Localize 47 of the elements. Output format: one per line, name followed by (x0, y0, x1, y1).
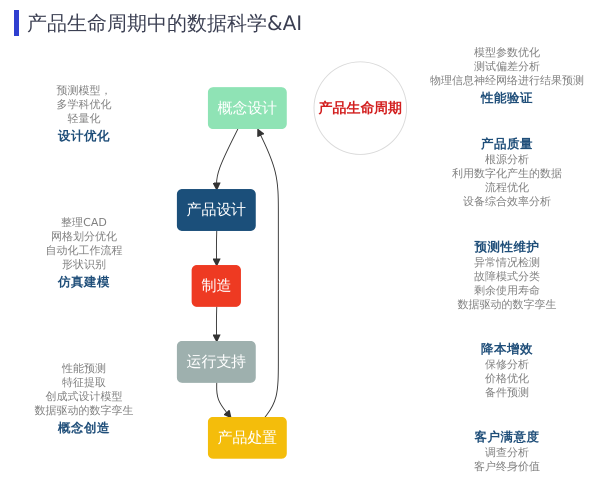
method-item: 客户终身价值 (474, 460, 540, 474)
topic-heading: 设计优化 (58, 126, 110, 144)
arrow (212, 230, 221, 266)
method-item: 剩余使用寿命 (474, 284, 540, 298)
topic-heading: 预测性维护 (474, 238, 540, 254)
method-item: 多学科优化 (56, 98, 112, 112)
method-item: 故障模式分类 (474, 270, 540, 284)
stage-box: 运行支持 (176, 341, 256, 383)
method-item: 根源分析 (485, 153, 529, 168)
method-item: 网格划分优化 (51, 230, 117, 244)
method-item: 异常情况检测 (474, 256, 540, 270)
method-item: 创成式设计模型 (46, 390, 122, 404)
method-item: 备件预测 (485, 386, 529, 400)
topic-heading: 降本增效 (481, 340, 533, 357)
stage-box: 概念设计 (208, 87, 287, 129)
method-item: 自动化工作流程 (46, 244, 122, 258)
method-item: 预测模型， (56, 84, 112, 98)
method-item: 性能预测 (62, 362, 106, 376)
method-item: 调查分析 (485, 446, 529, 460)
slide-title: 产品生命周期中的数据科学&AI (14, 10, 302, 36)
method-item: 保修分析 (485, 358, 529, 372)
method-item: 模型参数优化 (474, 46, 540, 60)
stage-box: 产品处置 (208, 416, 287, 459)
method-item: 数据驱动的数字孪生 (34, 404, 134, 418)
arrow (257, 128, 279, 418)
method-item: 价格优化 (485, 372, 529, 386)
arrow (216, 382, 232, 418)
topic-heading: 性能验证 (481, 89, 533, 106)
stage-box: 制造 (192, 265, 241, 307)
topic-heading: 概念创造 (58, 418, 110, 436)
topic-heading: 仿真建模 (58, 272, 110, 290)
topic-heading: 客户满意度 (474, 428, 540, 445)
topic-heading: 产品质量 (481, 135, 533, 152)
method-item: 利用数字化产生的数据 (452, 167, 562, 182)
method-item: 流程优化 (485, 181, 529, 196)
method-item: 特征提取 (62, 376, 106, 390)
method-item: 物理信息神经网络进行结果预测 (430, 74, 584, 88)
method-item: 测试偏差分析 (474, 60, 540, 74)
arrow (212, 128, 238, 190)
method-item: 形状识别 (62, 258, 106, 272)
method-item: 设备综合效率分析 (463, 195, 551, 210)
arrow (212, 306, 221, 342)
hub-circle: 产品生命周期 (314, 61, 408, 155)
method-item: 整理CAD (61, 216, 107, 230)
method-item: 数据驱动的数字孪生 (458, 298, 556, 312)
stage-box: 产品设计 (176, 189, 256, 231)
method-item: 轻量化 (68, 112, 100, 126)
